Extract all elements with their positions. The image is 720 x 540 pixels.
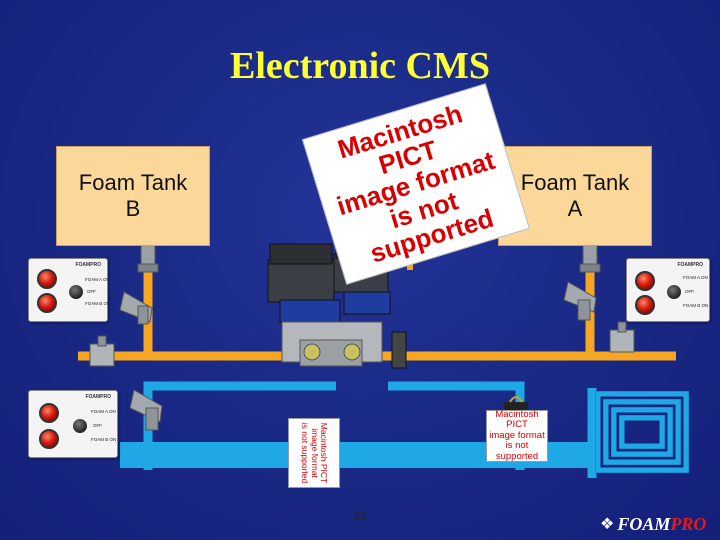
- panel-brand: FOAMPRO: [75, 262, 101, 268]
- pict-placeholder-small: Macintosh PICT image format is not suppo…: [486, 408, 548, 462]
- indicator-lamp-bottom: [39, 429, 59, 449]
- foam-tank-a-letter: A: [567, 196, 583, 221]
- pict-vertical-line-1: Macintosh PICT: [319, 422, 330, 484]
- pict-small-line-2: image format: [489, 429, 545, 441]
- foam-tank-b-label: Foam Tank: [78, 169, 188, 195]
- control-panel-left-top: FOAMPRO FOAM A ON OFF FOAM B ON: [28, 258, 111, 322]
- logo-word-accent: PRO: [670, 514, 707, 534]
- control-panel-right: FOAMPRO FOAM A ON OFF FOAM B ON: [626, 258, 710, 322]
- indicator-lamp-top: [37, 269, 57, 289]
- panel-brand: FOAMPRO: [677, 262, 703, 268]
- panel-label-off: OFF: [93, 423, 102, 428]
- slide-title: Electronic CMS: [230, 45, 490, 87]
- panel-label-foam-a-on: FOAM A ON: [683, 275, 708, 280]
- pict-vertical-line-3: is not supported: [300, 422, 311, 484]
- panel-label-foam-b-on: FOAM B ON: [683, 303, 709, 308]
- strainer-left-top: [119, 291, 153, 325]
- panel-label-foam-a-on: FOAM A ON: [91, 409, 116, 414]
- strainer-left-bottom: [129, 389, 163, 431]
- foampro-logo: ❖ FOAMPRO: [600, 514, 706, 535]
- panel-label-foam-a-on: FOAM A ON: [85, 277, 110, 282]
- foampro-mark-icon: ❖: [600, 515, 615, 533]
- foampro-wordmark: FOAMPRO: [617, 514, 706, 535]
- panel-label-foam-b-on: FOAM B ON: [91, 437, 117, 442]
- valve-left-mid: [89, 335, 115, 367]
- pict-vertical-line-2: image format: [309, 428, 320, 478]
- selector-knob[interactable]: [667, 285, 681, 299]
- indicator-lamp-top: [635, 271, 655, 291]
- selector-knob[interactable]: [69, 285, 83, 299]
- pict-placeholder-vertical: Macintosh PICT image format is not suppo…: [288, 418, 340, 488]
- foam-tank-a-label: Foam Tank: [520, 169, 630, 195]
- pict-small-line-3: is not supported: [495, 440, 539, 462]
- panel-label-foam-b-on: FOAM B ON: [85, 301, 111, 306]
- panel-label-off: OFF: [87, 289, 96, 294]
- foam-tank-b: Foam Tank B: [56, 146, 210, 246]
- pict-vertical-text: Macintosh PICT image format is not suppo…: [290, 420, 338, 486]
- selector-knob[interactable]: [73, 419, 87, 433]
- panel-brand: FOAMPRO: [85, 394, 111, 400]
- water-outlet-coils: [595, 391, 689, 473]
- page-number: 23: [353, 510, 367, 522]
- panel-label-off: OFF: [685, 289, 694, 294]
- valve-right-mid: [609, 321, 635, 353]
- control-panel-left-bottom: FOAMPRO FOAM A ON OFF FOAM B ON: [28, 390, 118, 458]
- pict-small-line-1: Macintosh PICT: [495, 408, 539, 431]
- logo-word-main: FOAM: [617, 514, 671, 534]
- foam-tank-b-letter: B: [125, 196, 141, 221]
- indicator-lamp-top: [39, 403, 59, 423]
- strainer-right-top: [563, 281, 597, 321]
- indicator-lamp-bottom: [37, 293, 57, 313]
- indicator-lamp-bottom: [635, 295, 655, 315]
